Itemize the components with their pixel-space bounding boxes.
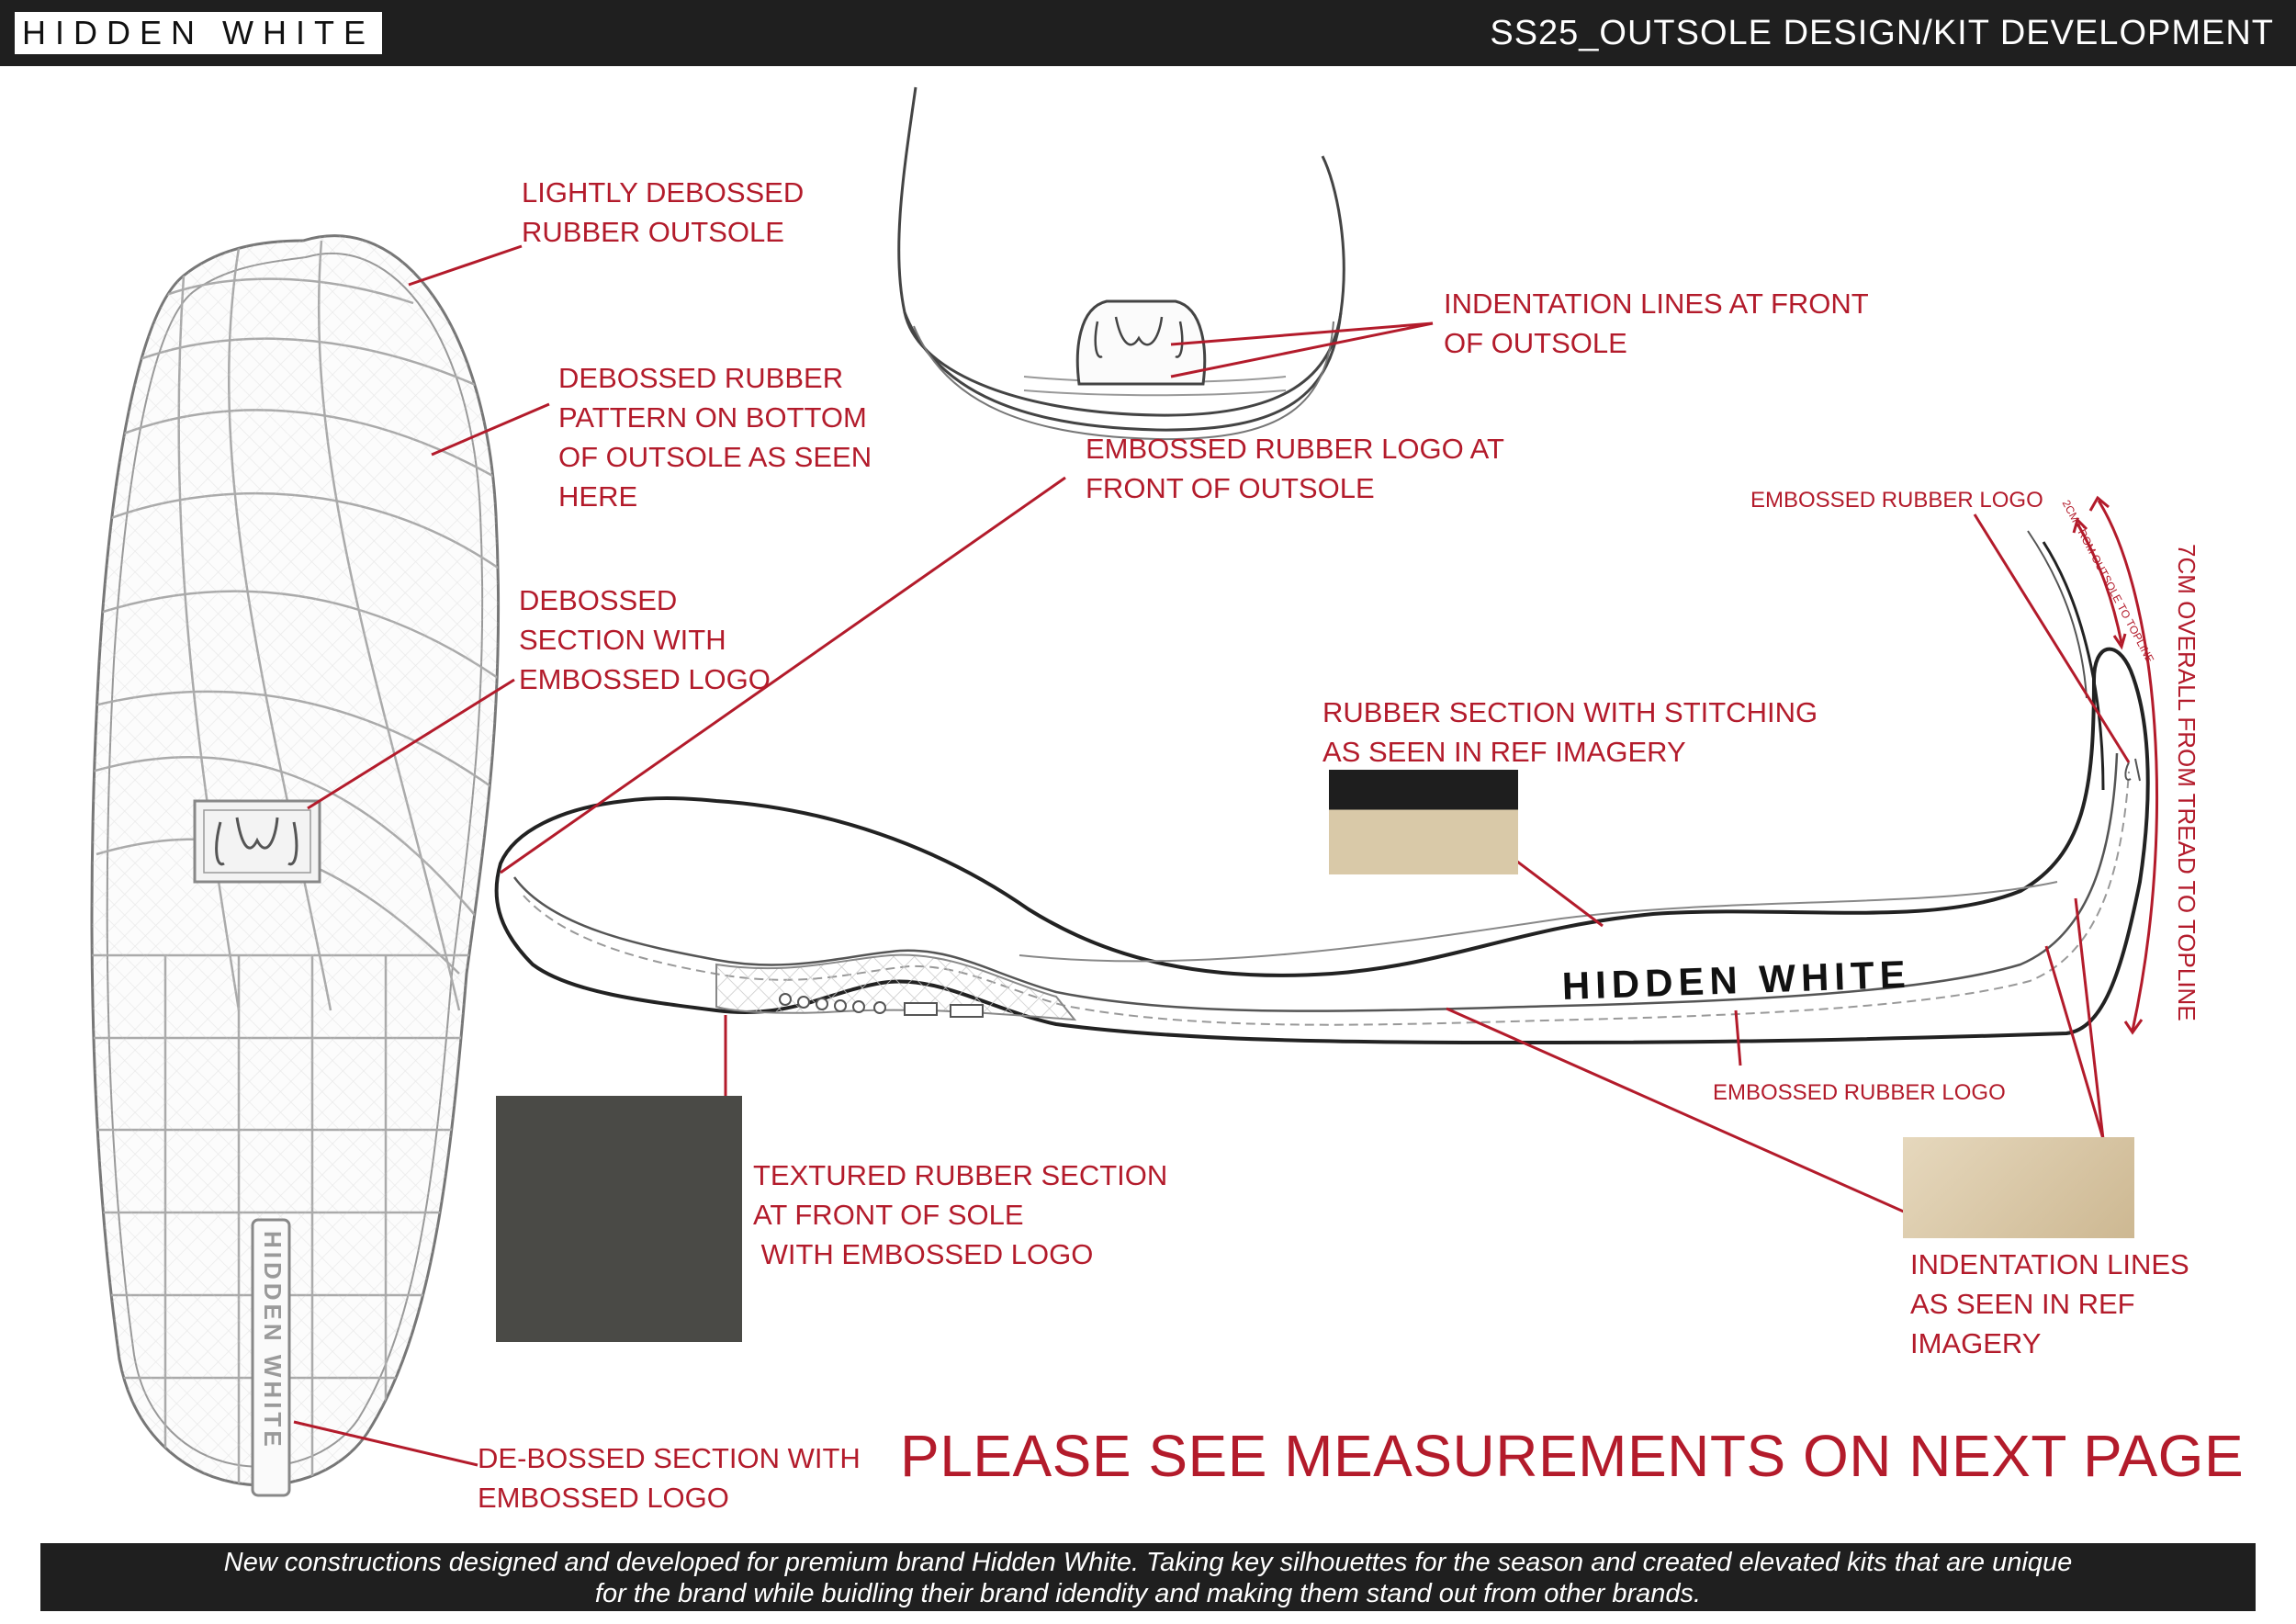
brand-logo: HIDDEN WHITE — [22, 14, 375, 51]
page-title: SS25_OUTSOLE DESIGN/KIT DEVELOPMENT — [1490, 14, 2274, 52]
stitching-ref-swatch — [1329, 770, 1518, 874]
outsole-bottom-view — [90, 234, 501, 1497]
label-embossed-heel: EMBOSSED RUBBER LOGO — [1750, 488, 2043, 513]
callout-leader-lines — [293, 244, 2158, 1467]
textured-rubber-swatch — [496, 1096, 742, 1342]
outsole-side-view — [494, 530, 2150, 1045]
indentation-ref-swatch — [1903, 1137, 2134, 1238]
label-7cm-measurement: 7CM OVERALL FROM TREAD TO TOPLINE — [2173, 544, 2200, 1021]
brand-logo-box: HIDDEN WHITE — [13, 10, 384, 56]
outsole-front-view — [897, 86, 1345, 441]
footer-description: New constructions designed and developed… — [40, 1543, 2256, 1611]
measurements-notice: PLEASE SEE MEASUREMENTS ON NEXT PAGE — [900, 1423, 2245, 1489]
footer-line-1: New constructions designed and developed… — [223, 1548, 2073, 1577]
sole-wordmark: HIDDEN WHITE — [259, 1231, 287, 1450]
header-bar: HIDDEN WHITE SS25_OUTSOLE DESIGN/KIT DEV… — [0, 0, 2296, 66]
footer-line-2: for the brand while buidling their brand… — [594, 1579, 1702, 1608]
label-embossed-side: EMBOSSED RUBBER LOGO — [1713, 1080, 2006, 1105]
